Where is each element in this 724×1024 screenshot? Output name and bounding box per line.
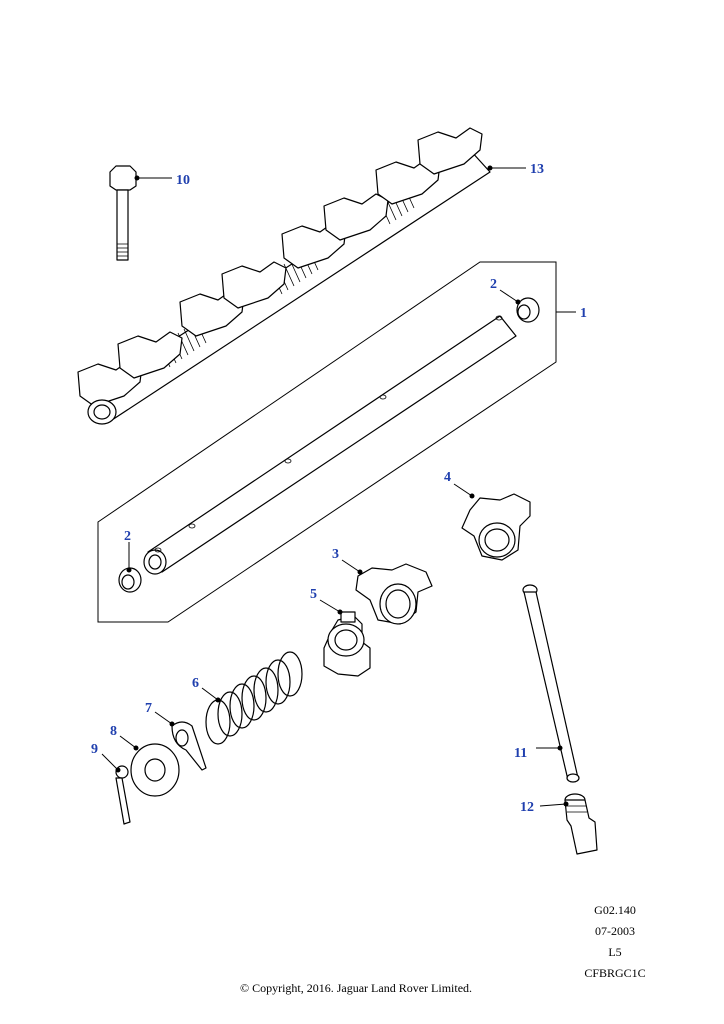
plug-part-top <box>516 297 540 323</box>
push-rod-part <box>522 584 580 783</box>
callout-10: 10 <box>176 173 190 188</box>
spacer-part <box>171 721 207 771</box>
callout-labels: 10 13 1 2 2 4 3 5 6 7 8 9 11 12 <box>91 162 587 815</box>
spring-part <box>205 651 303 745</box>
rocker-arm-part-4 <box>461 493 531 561</box>
callout-2-top: 2 <box>490 277 497 292</box>
plug-part-bottom <box>118 567 142 593</box>
revision-date: 07-2003 <box>595 924 635 938</box>
reference-number: G02.140 <box>594 903 636 917</box>
copyright-notice: © Copyright, 2016. Jaguar Land Rover Lim… <box>239 981 473 995</box>
diagram-metadata: G02.140 07-2003 L5 CFBRGC1C <box>580 900 650 984</box>
rocker-shaft-part <box>143 315 517 575</box>
rocker-arm-part-3 <box>355 563 433 625</box>
callout-12: 12 <box>520 800 534 815</box>
callout-13: 13 <box>530 162 544 177</box>
bolt-part <box>109 165 137 261</box>
callout-8: 8 <box>110 724 117 739</box>
rocker-shaft-assembly <box>77 127 491 425</box>
callout-11: 11 <box>514 746 527 761</box>
callout-4: 4 <box>444 470 451 485</box>
illustration-id: CFBRGC1C <box>584 966 646 980</box>
shaft-group-outline <box>97 261 557 623</box>
model-code: L5 <box>608 945 622 959</box>
washer-part <box>130 743 180 797</box>
split-pin-part <box>115 765 131 825</box>
leader-lines <box>101 165 576 807</box>
tappet-part <box>564 793 598 855</box>
callout-9: 9 <box>91 742 98 757</box>
callout-6: 6 <box>192 676 199 691</box>
pedestal-part <box>323 611 371 677</box>
callout-3: 3 <box>332 547 339 562</box>
callout-5: 5 <box>310 587 317 602</box>
callout-1: 1 <box>580 306 587 321</box>
callout-7: 7 <box>145 701 152 716</box>
callout-2-bottom: 2 <box>124 529 131 544</box>
